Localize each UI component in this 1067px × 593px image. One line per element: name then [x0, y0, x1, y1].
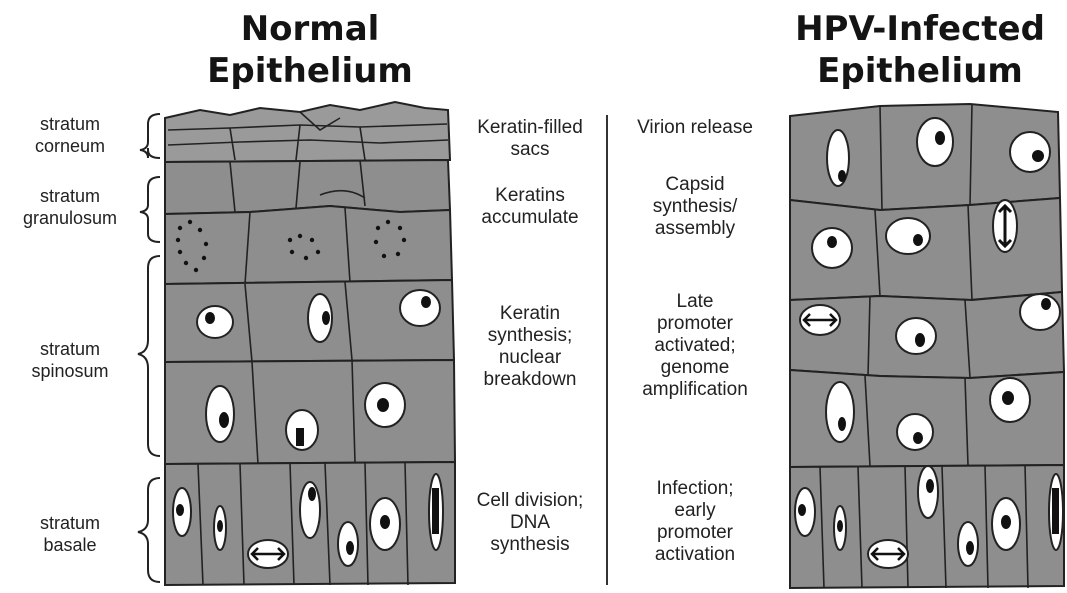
infected-nucleolus	[827, 236, 837, 248]
normal-nucleus	[400, 290, 440, 326]
brace-basale	[138, 478, 160, 582]
normal-nucleolus	[176, 504, 184, 516]
infected-nucleolus	[913, 234, 923, 246]
normal-nucleolus	[308, 487, 316, 501]
normal-granulosum-row1	[165, 160, 450, 214]
infected-nucleolus	[1032, 150, 1044, 162]
normal-nucleolus	[296, 428, 304, 446]
infected-nucleus	[826, 382, 854, 442]
normal-nucleolus	[217, 520, 223, 532]
infected-nucleolus	[1001, 515, 1011, 529]
infected-nucleolus	[926, 479, 934, 493]
normal-nucleolus	[346, 541, 354, 555]
normal-nucleolus	[432, 488, 439, 534]
normal-nucleolus	[421, 296, 431, 308]
infected-nucleolus	[837, 520, 843, 532]
infected-nucleus	[917, 118, 953, 166]
infected-nucleolus	[798, 504, 806, 516]
infected-nucleolus	[838, 170, 846, 182]
normal-nucleolus	[219, 412, 229, 428]
infected-nucleolus	[1041, 298, 1051, 310]
infected-nucleolus	[915, 333, 925, 347]
normal-nucleolus	[205, 312, 215, 324]
infected-epithelium	[790, 104, 1064, 588]
normal-nucleolus	[380, 515, 390, 529]
infected-nucleolus	[1052, 488, 1059, 534]
infected-nucleus	[897, 414, 933, 450]
normal-nucleolus	[322, 311, 330, 325]
normal-corneum-cells	[165, 102, 450, 162]
infected-nucleolus	[966, 541, 974, 555]
layer-braces	[138, 114, 160, 582]
normal-nucleus	[197, 306, 233, 338]
normal-epithelium	[165, 102, 455, 585]
infected-nucleus	[1010, 132, 1050, 172]
brace-granulosum	[140, 177, 160, 242]
infected-nucleolus	[913, 432, 923, 444]
normal-nucleolus	[377, 398, 389, 412]
infected-nucleus	[1020, 294, 1060, 330]
infected-nucleolus	[838, 417, 846, 431]
brace-spinosum	[138, 256, 160, 456]
brace-corneum	[140, 114, 160, 158]
infected-nucleolus	[1002, 391, 1014, 405]
infected-nucleolus	[935, 131, 945, 145]
normal-granulosum-row2	[165, 206, 452, 284]
normal-nucleus	[206, 386, 234, 442]
infected-nucleus	[886, 218, 930, 254]
